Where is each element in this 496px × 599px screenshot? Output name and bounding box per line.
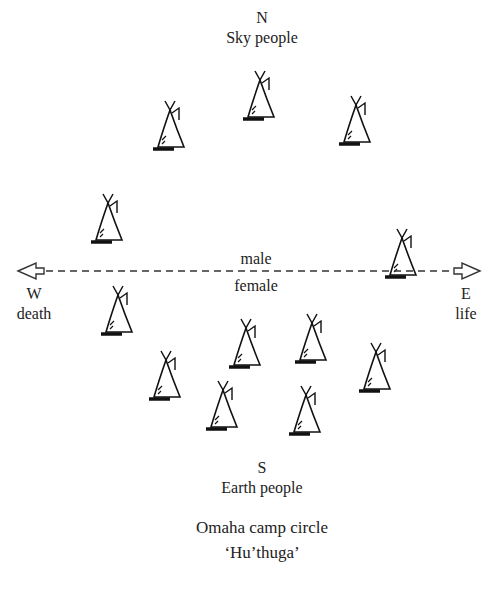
tipi <box>149 351 180 399</box>
compass-letter: W <box>26 284 41 303</box>
direction-label: Sky people <box>226 28 298 47</box>
tipi <box>339 96 370 144</box>
tipi <box>243 71 274 119</box>
direction-label: life <box>455 304 476 323</box>
tipi <box>289 386 320 434</box>
tipi <box>91 194 122 242</box>
tipi <box>153 101 184 149</box>
tipi <box>229 319 260 367</box>
caption: Omaha camp circle ‘Hu’thuga’ <box>182 516 342 565</box>
tipi <box>101 286 132 334</box>
tipi <box>206 381 237 429</box>
axis-label: male <box>238 249 273 268</box>
direction-label: Earth people <box>221 478 302 497</box>
compass-letter: S <box>258 458 267 477</box>
compass-letter: N <box>256 8 268 27</box>
tipi-group <box>91 71 416 434</box>
compass-letter: E <box>461 284 471 303</box>
tipi <box>359 343 390 391</box>
axis-label: female <box>232 276 280 295</box>
direction-label: death <box>17 304 52 323</box>
tipi <box>385 229 416 277</box>
tipi <box>295 314 326 362</box>
